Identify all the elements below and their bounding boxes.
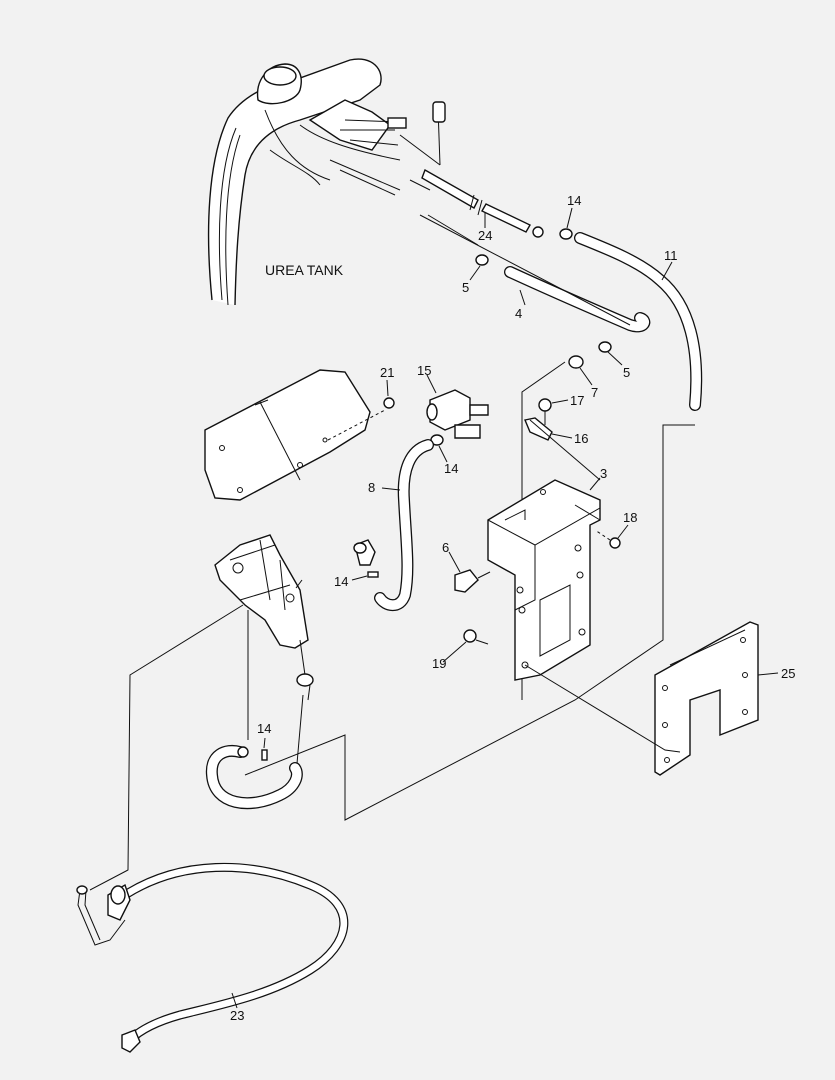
callout-5-right: 5 <box>623 365 630 380</box>
leader-11 <box>661 261 673 281</box>
leader-14-mid <box>438 445 448 463</box>
screw-21 <box>383 397 395 409</box>
valve-15 <box>426 389 489 439</box>
callout-14-left: 14 <box>334 574 348 589</box>
callout-24: 24 <box>478 228 492 243</box>
clamp-14-low <box>261 749 268 761</box>
elbow-fitting <box>353 539 376 566</box>
leader-19 <box>442 641 467 663</box>
ref-line-e <box>524 664 681 753</box>
hose-lower <box>205 745 303 810</box>
leader-8 <box>381 487 401 491</box>
hose-8 <box>374 439 434 612</box>
callout-14-mid: 14 <box>444 461 458 476</box>
leader-4 <box>519 289 526 306</box>
mounting-bracket-3 <box>487 479 601 681</box>
bolt-19 <box>463 629 489 645</box>
ref-line-d <box>529 419 601 481</box>
leader-23 <box>231 992 238 1009</box>
bracket-16 <box>524 417 553 441</box>
ref-line-c <box>244 424 695 821</box>
leader-16 <box>551 433 573 439</box>
line-23 <box>76 862 349 1053</box>
callout-14-top: 14 <box>567 193 581 208</box>
clamp-14-left <box>367 571 379 578</box>
callout-11: 11 <box>664 248 678 263</box>
callout-8: 8 <box>368 480 375 495</box>
bolt-18 <box>609 537 621 549</box>
callout-4: 4 <box>515 306 522 321</box>
leader-5-right <box>607 351 623 366</box>
leader-15 <box>426 374 437 394</box>
ref-line-h <box>299 639 306 676</box>
callout-7: 7 <box>591 385 598 400</box>
ref-line-f <box>89 604 244 891</box>
leader-5-left <box>469 265 481 281</box>
clamp-14-top <box>559 228 573 240</box>
callout-16: 16 <box>574 431 588 446</box>
ref-line-i <box>295 694 304 776</box>
callout-3: 3 <box>600 466 607 481</box>
clamp-5-left <box>475 254 489 266</box>
leader-14-low <box>263 737 266 749</box>
callout-21: 21 <box>380 365 394 380</box>
callout-15: 15 <box>417 363 431 378</box>
cover-plate-21 <box>204 369 386 501</box>
leader-18 <box>617 524 629 539</box>
leader-7 <box>579 367 593 386</box>
urea-tank <box>207 58 407 306</box>
leader-25 <box>757 672 779 676</box>
leader-14-left <box>351 575 368 581</box>
callout-6: 6 <box>442 540 449 555</box>
clamp-7 <box>568 355 584 369</box>
callout-18: 18 <box>623 510 637 525</box>
hose-11 <box>574 232 703 411</box>
fitting-6 <box>454 569 491 593</box>
leader-21 <box>386 379 389 397</box>
pump-module <box>214 534 309 649</box>
leader-3 <box>589 477 601 491</box>
leader-17 <box>551 399 569 404</box>
part-24-line <box>399 101 544 246</box>
hose-4 <box>504 266 651 333</box>
mounting-plate-25 <box>654 621 759 776</box>
elbow-fitting-lower <box>296 673 314 701</box>
bolt-17 <box>538 398 552 425</box>
callout-23: 23 <box>230 1008 244 1023</box>
callout-19: 19 <box>432 656 446 671</box>
leader-6 <box>448 551 461 573</box>
clamp-5-right <box>598 341 612 353</box>
dash-18 <box>594 529 611 541</box>
tank-label: UREA TANK <box>265 262 344 278</box>
callout-5-left: 5 <box>462 280 469 295</box>
callout-17: 17 <box>570 393 584 408</box>
ref-line-a <box>419 214 631 326</box>
callout-14-low: 14 <box>257 721 271 736</box>
leader-14-top <box>566 207 573 229</box>
callout-25: 25 <box>781 666 795 681</box>
